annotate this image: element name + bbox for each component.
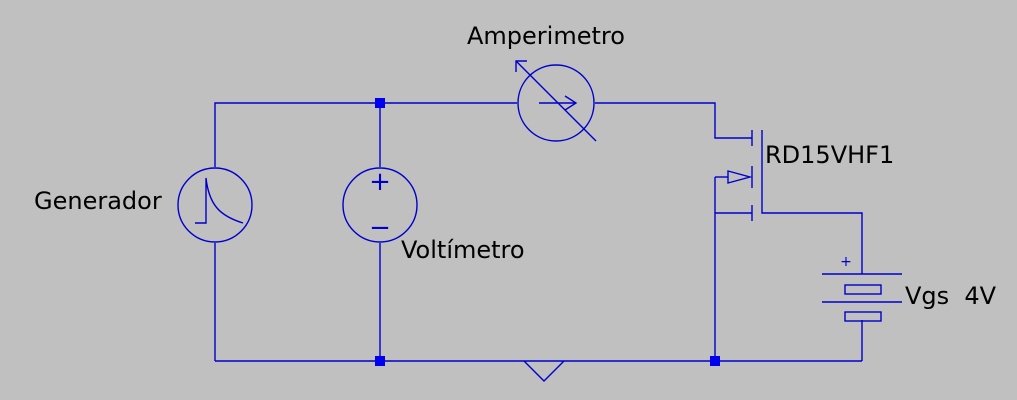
- ground-symbol: [523, 360, 565, 382]
- voltmeter-source: + −: [342, 167, 418, 243]
- generator-source: [177, 167, 253, 243]
- voltmeter-circle: [342, 167, 418, 243]
- junction-node-top: [375, 98, 385, 108]
- battery-vgs: +: [822, 254, 902, 322]
- junction-node-bottom-right: [710, 356, 720, 366]
- wire-gate-battery: [761, 155, 863, 274]
- ammeter: [515, 60, 597, 142]
- voltmeter-plus-sign: +: [369, 167, 391, 197]
- voltmeter-minus-sign: −: [369, 213, 391, 243]
- wire-top-left: [214, 102, 517, 167]
- generator-circle: [177, 167, 253, 243]
- voltmeter-label: Voltímetro: [401, 236, 525, 264]
- mosfet-transistor: [727, 130, 763, 221]
- wire-top-right: [595, 102, 752, 139]
- junction-node-bottom-left: [375, 356, 385, 366]
- wires: [214, 102, 863, 362]
- ammeter-label: Amperimetro: [467, 22, 625, 50]
- battery-plus-sign: +: [840, 254, 852, 270]
- mosfet-body-arrow: [727, 170, 753, 184]
- ammeter-diagonal: [515, 60, 597, 142]
- ammeter-diagonal-arrowhead: [515, 60, 527, 72]
- pulse-waveform-icon: [195, 177, 244, 224]
- battery-label: Vgs 4V: [905, 282, 997, 310]
- battery-plate-short-2: [844, 311, 882, 322]
- wire-source-bulk: [714, 212, 752, 361]
- ammeter-needle-arrowhead: [564, 95, 578, 111]
- ammeter-circle: [517, 64, 595, 142]
- generator-label: Generador: [34, 187, 162, 215]
- battery-plate-short-1: [844, 284, 882, 295]
- mosfet-label: RD15VHF1: [765, 141, 894, 169]
